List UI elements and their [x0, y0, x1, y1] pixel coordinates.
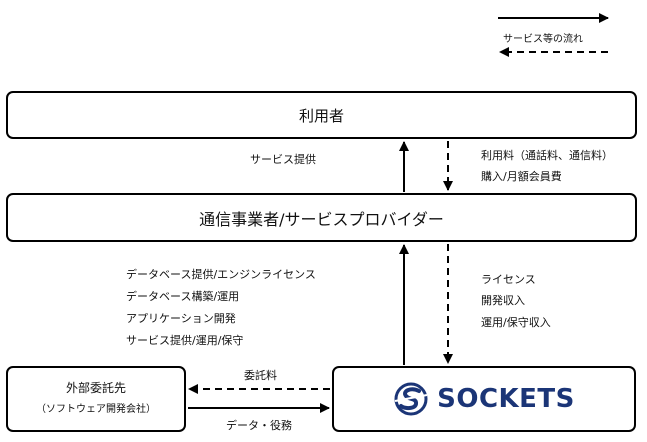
external-label: 外部委託先 — [65, 381, 126, 395]
from-carrier-item: ライセンス — [481, 273, 536, 286]
from-carrier-item: 運用/保守収入 — [481, 316, 551, 329]
service-provision-label: サービス提供 — [250, 153, 316, 166]
to-carrier-item: データベース構築/運用 — [126, 290, 240, 303]
to-carrier-item: データベース提供/エンジンライセンス — [126, 268, 316, 281]
to-carrier-item: アプリケーション開発 — [126, 312, 236, 325]
sockets-logo-icon — [394, 382, 428, 416]
carrier-box: 通信事業者/サービスプロバイダー — [6, 193, 637, 242]
purchase-fee-label: 購入/月額会員費 — [481, 170, 562, 183]
commission-fee-label: 委託料 — [244, 369, 277, 382]
users-box: 利用者 — [6, 91, 637, 139]
users-label: 利用者 — [298, 106, 344, 125]
sockets-box: SOCKETS — [332, 366, 636, 432]
usage-fee-label: 利用料（通話料、通信料） — [481, 149, 613, 162]
data-services-label: データ・役務 — [226, 419, 292, 432]
external-sublabel: （ソフトウェア開発会社） — [36, 404, 156, 415]
to-carrier-item: サービス提供/運用/保守 — [126, 334, 244, 347]
legend-solid-label: サービス等の流れ — [503, 34, 583, 45]
external-contractor-box: 外部委託先 （ソフトウェア開発会社） — [6, 366, 186, 432]
carrier-label: 通信事業者/サービスプロバイダー — [199, 209, 444, 229]
sockets-wordmark: SOCKETS — [437, 384, 575, 414]
from-carrier-item: 開発収入 — [481, 294, 525, 307]
